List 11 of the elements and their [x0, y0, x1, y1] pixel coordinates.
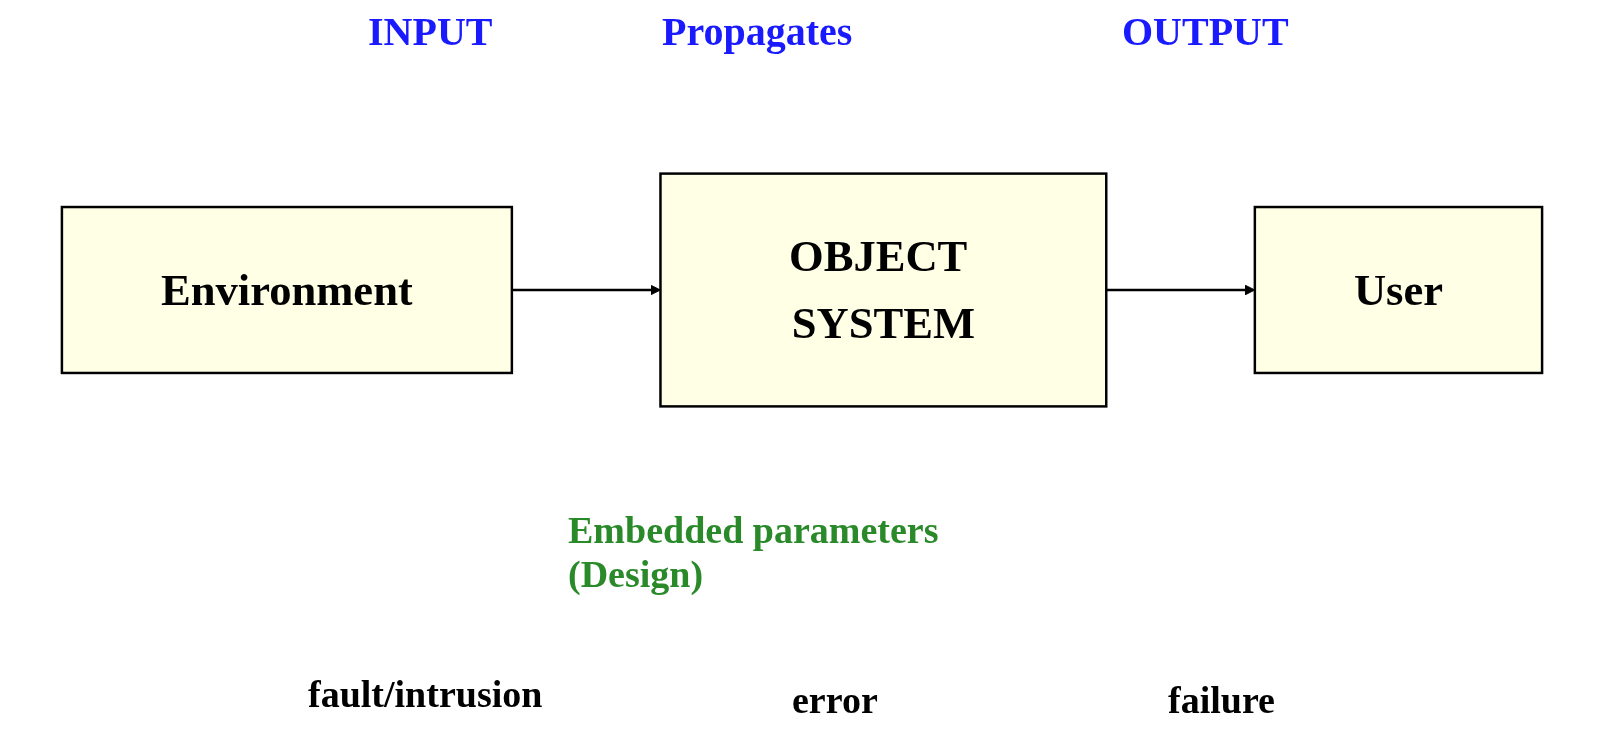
text-label: INPUT: [368, 8, 493, 55]
node-box: OBJECT SYSTEM: [658, 172, 1107, 408]
text-label: failure: [1168, 678, 1275, 722]
text-label: OUTPUT: [1122, 8, 1289, 55]
node-box: User: [1253, 205, 1543, 375]
text-label: error: [792, 678, 878, 722]
node-box: Environment: [60, 205, 513, 375]
arrow: [1105, 284, 1255, 296]
text-label: Embedded parameters (Design): [568, 508, 940, 596]
text-label: Propagates: [662, 8, 853, 55]
text-label: fault/intrusion: [308, 672, 543, 716]
